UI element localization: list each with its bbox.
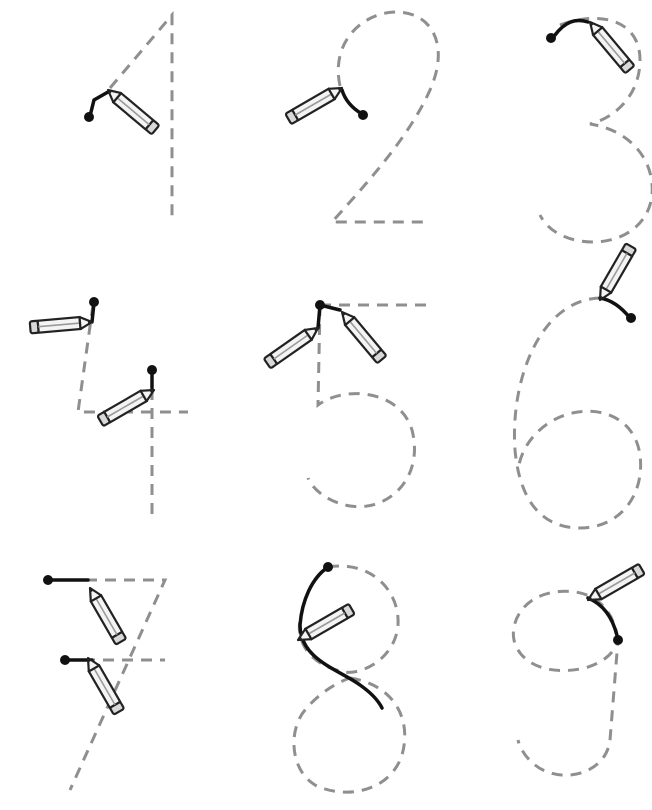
pencil-icon — [285, 83, 345, 124]
digit-7-guide — [43, 575, 165, 790]
digit-3-guide — [540, 18, 652, 242]
pencil-icon — [337, 308, 386, 363]
digit-5-guide — [264, 300, 430, 507]
pencil-icon — [585, 564, 645, 605]
digit-4-guide — [30, 297, 188, 520]
digit-2-guide — [285, 12, 438, 222]
digit-1-guide — [84, 15, 172, 222]
pencil-icon — [97, 385, 157, 426]
pencil-icon — [104, 85, 159, 134]
pencil-icon — [595, 243, 636, 303]
pencil-icon — [85, 585, 126, 645]
digit-6-guide — [514, 243, 640, 528]
digit-8-guide — [294, 562, 405, 792]
pencil-icon — [264, 323, 322, 368]
digit-9-guide — [513, 564, 644, 775]
pencil-icon — [30, 316, 93, 333]
pencil-icon — [585, 18, 634, 73]
